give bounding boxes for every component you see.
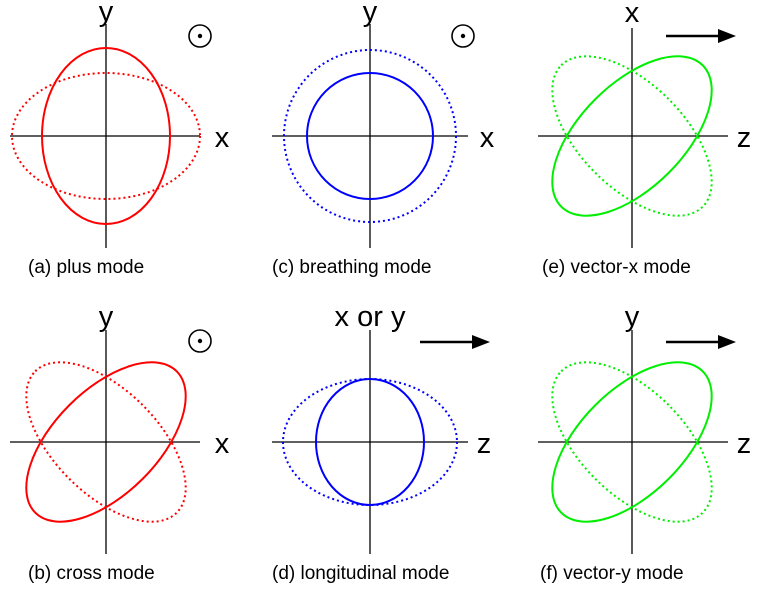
panel-cross-mode: y x (b) cross mode — [10, 301, 230, 584]
right-arrow-icon — [420, 335, 490, 349]
vertical-axis-label: y — [625, 301, 640, 333]
panel-longitudinal-mode: x or y z (d) longitudinal mode — [272, 301, 491, 584]
panel-breathing-mode: y x (c) breathing mode — [272, 0, 495, 278]
caption: (b) cross mode — [28, 563, 155, 584]
dotted-circle — [283, 49, 457, 223]
circle-dot-icon — [188, 329, 212, 353]
vertical-axis-label: y — [99, 301, 114, 333]
dotted-ellipse — [551, 361, 713, 523]
solid-ellipse — [315, 378, 425, 506]
circle-dot-icon — [188, 24, 212, 48]
caption: (e) vector-x mode — [542, 257, 691, 278]
dotted-ellipse — [11, 72, 201, 200]
circle-dot-icon — [451, 24, 475, 48]
vertical-axis-label: x or y — [335, 301, 406, 333]
horizontal-axis-label: z — [737, 428, 752, 460]
solid-ellipse — [25, 361, 187, 523]
solid-ellipse — [41, 47, 171, 225]
vertical-axis-label: y — [99, 0, 114, 28]
solid-ellipse — [551, 361, 713, 523]
solid-ellipse — [551, 55, 713, 217]
vertical-axis-label: x — [625, 0, 640, 29]
solid-circle — [306, 72, 434, 200]
caption: (a) plus mode — [28, 257, 144, 278]
horizontal-axis-label: x — [215, 122, 230, 154]
panel-vector-y-mode: y z (f) vector-y mode — [538, 301, 752, 584]
panel-vector-x-mode: x z (e) vector-x mode — [538, 0, 752, 278]
caption: (c) breathing mode — [272, 257, 431, 278]
panel-plus-mode: y x (a) plus mode — [10, 0, 230, 278]
dotted-ellipse — [25, 361, 187, 523]
right-arrow-icon — [666, 29, 736, 43]
horizontal-axis-label: x — [215, 428, 230, 460]
horizontal-axis-label: z — [477, 428, 492, 460]
horizontal-axis-label: z — [737, 122, 752, 154]
vertical-axis-label: y — [363, 0, 378, 28]
caption: (f) vector-y mode — [540, 563, 684, 584]
caption: (d) longitudinal mode — [272, 563, 449, 584]
horizontal-axis-label: x — [480, 122, 495, 154]
right-arrow-icon — [666, 335, 736, 349]
